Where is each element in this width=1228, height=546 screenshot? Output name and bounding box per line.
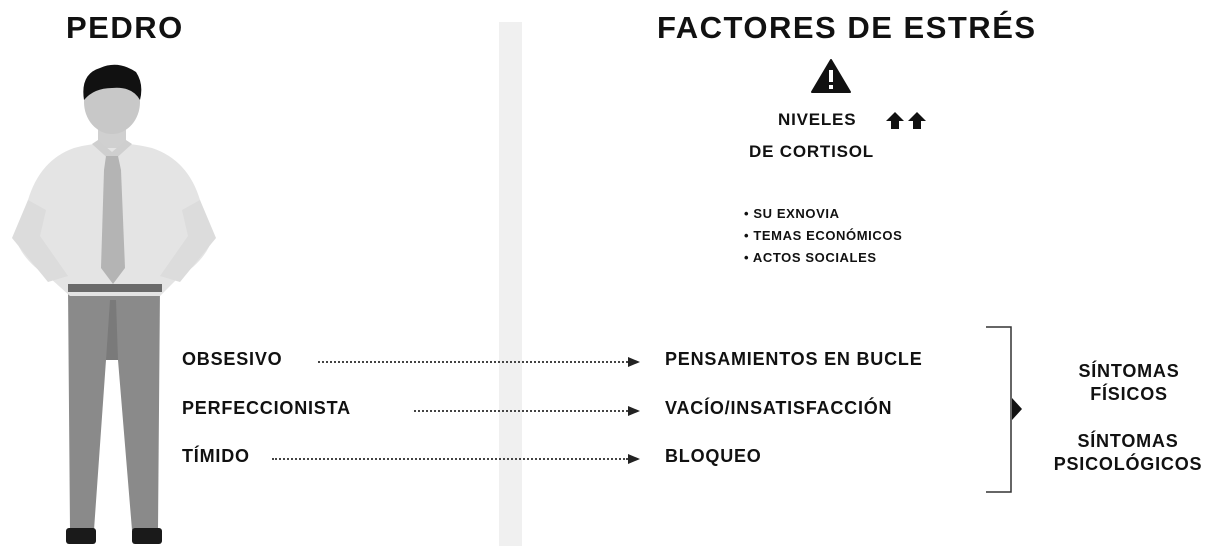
double-up-arrow-icon [886, 112, 926, 129]
pedro-title: PEDRO [66, 10, 184, 45]
tie [101, 156, 125, 284]
cortisol-line1: NIVELES [778, 110, 857, 129]
effect-label: BLOQUEO [665, 446, 762, 466]
left-arm [12, 200, 68, 282]
connector-line [414, 410, 628, 412]
psych-line2: PSICOLÓGICOS [1053, 454, 1203, 474]
hair [83, 64, 142, 100]
physical-line1: SÍNTOMAS [1078, 361, 1180, 381]
connector-line [318, 361, 628, 363]
trousers [68, 288, 160, 530]
physical-symptoms: SÍNTOMAS FÍSICOS [1038, 360, 1220, 406]
cortisol-line2: DE CORTISOL [749, 142, 874, 161]
effect-label: PENSAMIENTOS EN BUCLE [665, 349, 923, 369]
psychological-symptoms: SÍNTOMAS PSICOLÓGICOS [1030, 430, 1226, 476]
vertical-divider [499, 22, 522, 546]
right-arm [160, 200, 216, 282]
left-shoe [66, 528, 96, 544]
psych-line1: SÍNTOMAS [1077, 431, 1179, 451]
right-shoe [132, 528, 162, 544]
stressor-item: ACTOS SOCIALES [744, 247, 902, 269]
bracket [986, 326, 1022, 493]
stressor-item: SU EXNOVIA [744, 203, 902, 225]
trait-label: TÍMIDO [182, 446, 250, 466]
effect-label: VACÍO/INSATISFACCIÓN [665, 398, 893, 418]
person-figure [12, 64, 216, 544]
connector-line [272, 458, 628, 460]
trait-label: PERFECCIONISTA [182, 398, 351, 418]
physical-line2: FÍSICOS [1090, 384, 1168, 404]
trait-label: OBSESIVO [182, 349, 283, 369]
warning-triangle-icon [811, 59, 851, 93]
belt [68, 284, 162, 292]
stress-factors-title: FACTORES DE ESTRÉS [657, 10, 1037, 45]
stressor-item: TEMAS ECONÓMICOS [744, 225, 902, 247]
arrowhead [628, 406, 640, 416]
arrowhead [628, 357, 640, 367]
stressor-list: SU EXNOVIA TEMAS ECONÓMICOS ACTOS SOCIAL… [744, 203, 902, 269]
arrowhead [628, 454, 640, 464]
